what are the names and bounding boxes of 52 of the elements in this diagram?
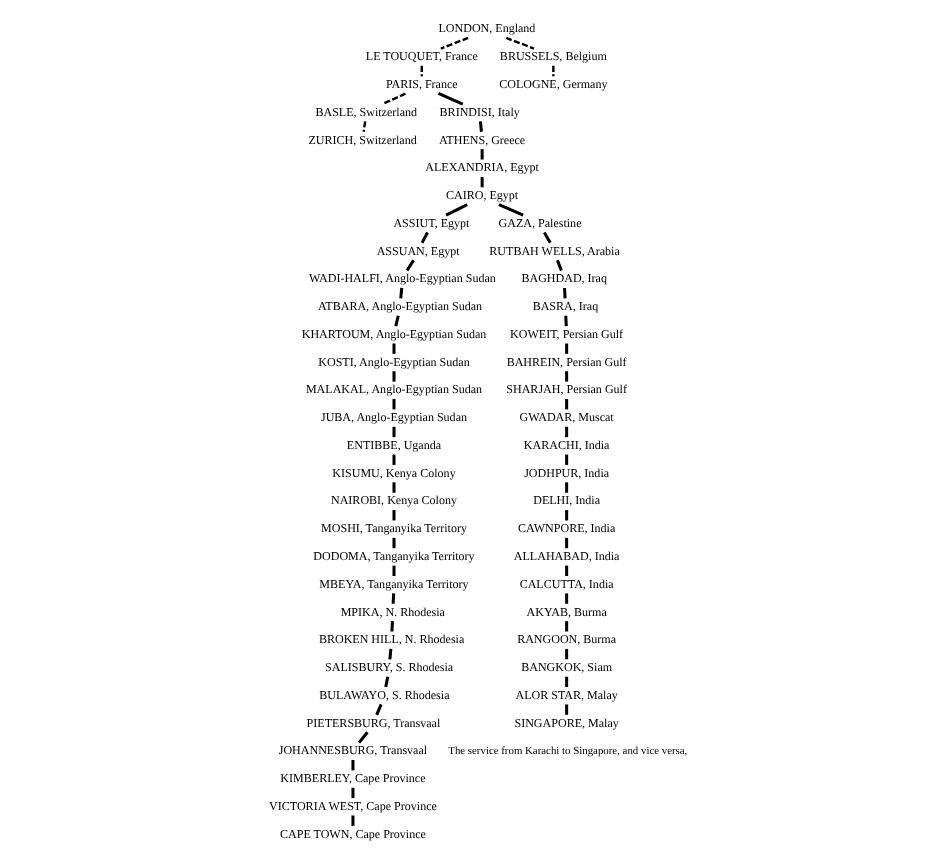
- connector: [564, 510, 568, 521]
- connector: [564, 426, 568, 438]
- connector: [398, 287, 403, 299]
- connector: [564, 537, 568, 549]
- connector: [391, 371, 395, 382]
- connector: [374, 703, 382, 716]
- connector: [439, 36, 468, 50]
- connector: [361, 121, 366, 132]
- connector: [393, 315, 399, 327]
- connector: [564, 454, 568, 465]
- connector: [555, 259, 562, 272]
- connector: [479, 176, 483, 188]
- connector: [504, 36, 534, 50]
- connector: [542, 231, 551, 244]
- connector: [477, 121, 482, 132]
- connector: [444, 203, 467, 217]
- connector: [391, 454, 395, 465]
- connector: [564, 371, 568, 382]
- connector: [479, 149, 483, 160]
- connector: [390, 593, 395, 604]
- connector: [350, 760, 354, 771]
- connector: [564, 676, 568, 688]
- connector: [350, 815, 354, 826]
- connector: [389, 621, 393, 632]
- connector: [436, 92, 463, 106]
- connector: [564, 482, 568, 493]
- connector: [356, 731, 368, 744]
- connector: [564, 343, 568, 354]
- connector: [391, 537, 395, 549]
- connector: [391, 343, 395, 354]
- connector: [383, 676, 389, 688]
- connector: [404, 259, 414, 272]
- connector: [564, 648, 568, 660]
- connector: [419, 231, 428, 244]
- connector: [562, 287, 566, 299]
- connector: [391, 399, 395, 410]
- connector: [564, 399, 568, 410]
- connector: [391, 565, 395, 576]
- connector: [387, 648, 392, 660]
- connector: [391, 510, 395, 521]
- connector: [563, 315, 567, 327]
- connector: [391, 482, 395, 493]
- connector: [419, 65, 422, 77]
- connector: [564, 565, 568, 576]
- connector: [564, 593, 568, 604]
- connector: [564, 621, 568, 632]
- connector: [564, 704, 568, 715]
- connector: [551, 65, 554, 77]
- connector: [380, 92, 405, 106]
- connector: [391, 426, 395, 438]
- connector: [497, 203, 523, 217]
- connector: [350, 787, 354, 799]
